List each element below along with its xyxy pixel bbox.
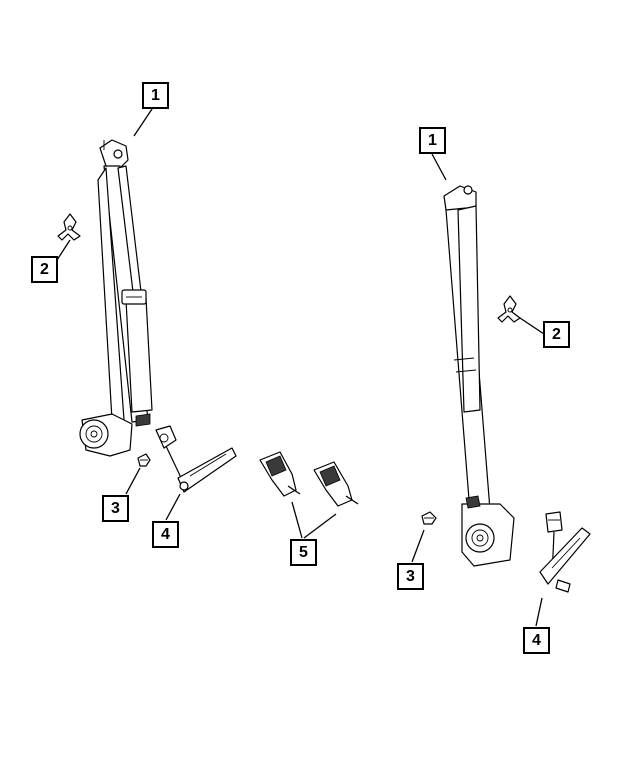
callout-left-4: 4 — [152, 521, 179, 548]
right-belt-guide-clip-icon[interactable] — [497, 295, 521, 323]
right-mounting-bolt-icon[interactable] — [421, 511, 437, 525]
right-seat-belt-retractor-assembly-icon[interactable] — [443, 185, 515, 567]
callout-left-3: 3 — [102, 495, 129, 522]
callout-right-4: 4 — [523, 627, 550, 654]
callout-right-1: 1 — [419, 127, 446, 154]
left-seat-belt-buckle-stalk-icon[interactable] — [155, 425, 237, 493]
callout-right-3: 3 — [397, 563, 424, 590]
callout-label: 3 — [111, 500, 120, 517]
left-seat-belt-retractor-assembly-icon[interactable] — [79, 139, 153, 457]
callout-left-1: 1 — [142, 82, 169, 109]
callout-label: 4 — [532, 632, 541, 649]
callout-label: 2 — [552, 326, 561, 343]
callout-left-2: 2 — [31, 256, 58, 283]
right-seat-belt-buckle-stalk-icon[interactable] — [539, 511, 591, 593]
leader-lines — [56, 105, 545, 627]
callout-label: 4 — [161, 526, 170, 543]
callout-label: 3 — [406, 568, 415, 585]
left-mounting-bolt-icon[interactable] — [137, 453, 151, 467]
callout-label: 1 — [428, 132, 437, 149]
callout-center-5: 5 — [290, 539, 317, 566]
callout-label: 1 — [151, 87, 160, 104]
callout-label: 2 — [40, 261, 49, 278]
callout-label: 5 — [299, 544, 308, 561]
left-belt-guide-clip-icon[interactable] — [57, 213, 81, 241]
center-seat-belt-buckle-icon[interactable] — [259, 451, 359, 507]
callout-right-2: 2 — [543, 321, 570, 348]
